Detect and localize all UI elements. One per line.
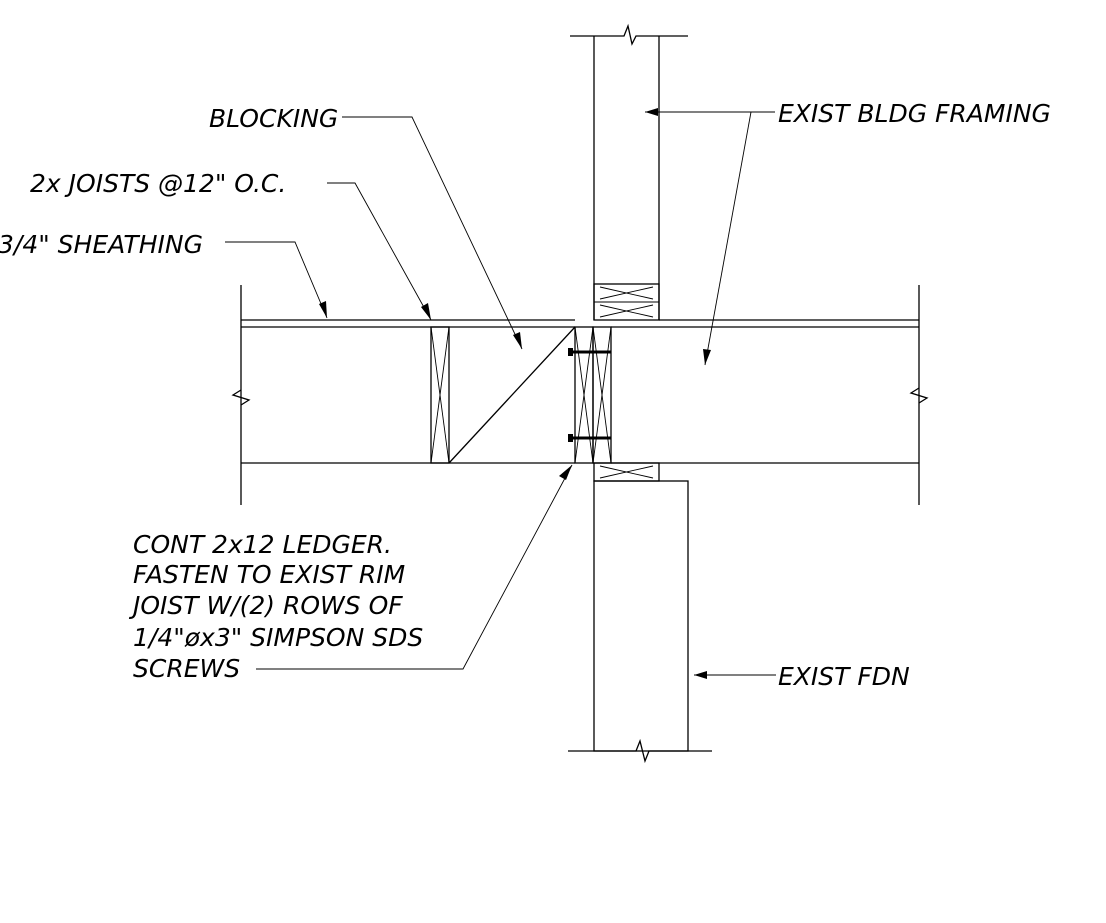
ledger-note-line: 1/4"øx3" SIMPSON SDS [133,623,423,652]
foundation-hatch-line [0,481,135,751]
joist-section [430,326,450,464]
ledger-note-line: SCREWS [133,654,240,683]
new-floor-framing [231,285,575,505]
foundation-hatch-line [0,481,79,751]
exist-floor-framing [611,285,929,505]
exist-fdn-label: EXIST FDN [778,662,910,691]
sds-screws [568,348,611,442]
exist-foundation [0,480,712,764]
right-break-line [909,387,929,404]
blocking-diagonal [448,326,576,464]
exist-framing-label: EXIST BLDG FRAMING [778,99,1051,128]
bottom-break-line [568,738,712,764]
exist-sill-plate [593,462,660,482]
foundation-hatch-line [0,481,23,751]
exist-top-plate [593,283,660,321]
leaders [225,108,776,679]
ledger-note-line: JOIST W/(2) ROWS OF [128,591,403,620]
sheathing-label: 3/4" SHEATHING [0,230,203,259]
foundation-hatch-line [0,481,107,751]
ledger-note-line: CONT 2x12 LEDGER. [133,530,392,559]
exist-wall [570,23,688,320]
joists-label: 2x JOISTS @12" O.C. [30,169,286,198]
left-break-line [231,389,251,406]
ledger-note: CONT 2x12 LEDGER. FASTEN TO EXIST RIM JO… [128,530,423,683]
ledger-and-rim [574,326,612,464]
foundation-hatch-line [0,481,51,751]
ledger-note-line: FASTEN TO EXIST RIM [133,560,405,589]
blocking-label: BLOCKING [209,104,338,133]
top-break-line [570,23,688,46]
